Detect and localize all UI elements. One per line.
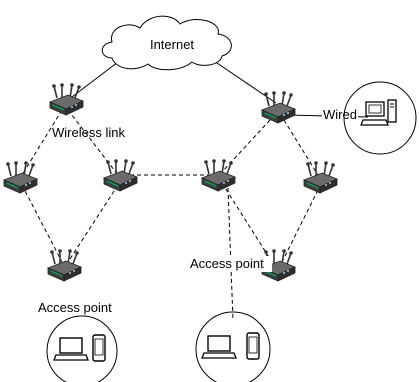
internet-cloud: Internet bbox=[101, 15, 232, 71]
wireless-link bbox=[283, 119, 319, 176]
wireless-link bbox=[67, 109, 119, 176]
client-circle bbox=[343, 81, 417, 155]
wireless-link bbox=[21, 184, 63, 263]
router-mid-center-right bbox=[201, 158, 236, 192]
wired-label-background bbox=[322, 106, 358, 122]
router-icon bbox=[47, 248, 82, 282]
wireless-link bbox=[21, 109, 63, 176]
client-circle bbox=[195, 311, 271, 382]
wireless-link bbox=[281, 189, 319, 263]
router-top-right bbox=[261, 90, 296, 124]
access-point-label-right: Access point bbox=[190, 256, 264, 271]
router-top-left bbox=[49, 82, 84, 116]
internet-label: Internet bbox=[150, 37, 194, 52]
router-icon bbox=[201, 158, 236, 192]
wireless-link bbox=[67, 184, 119, 263]
router-icon bbox=[49, 82, 84, 116]
left-access-point-clients bbox=[46, 315, 118, 382]
right-access-point-clients bbox=[195, 311, 271, 382]
cloud-icon bbox=[101, 15, 232, 71]
wired-label: Wired bbox=[323, 107, 357, 122]
laptop-icon bbox=[201, 335, 237, 359]
router-mid-left bbox=[3, 160, 38, 194]
access-point-label-right-background bbox=[188, 256, 272, 272]
wired-client-group bbox=[343, 81, 417, 155]
router-icon bbox=[303, 160, 338, 194]
smartphone-icon bbox=[246, 332, 260, 360]
wireless-link bbox=[221, 119, 271, 173]
wireless-link bbox=[227, 187, 234, 321]
desktop-computer-icon bbox=[360, 99, 397, 126]
router-access-point-left bbox=[47, 248, 82, 282]
client-circle bbox=[46, 315, 118, 382]
router-icon bbox=[3, 160, 38, 194]
wireless-link bbox=[221, 182, 273, 263]
uplink-right-router-to-internet bbox=[213, 60, 277, 104]
access-point-label-left: Access point bbox=[38, 300, 112, 315]
laptop-icon bbox=[53, 337, 89, 361]
smartphone-icon bbox=[92, 334, 106, 362]
router-icon bbox=[261, 90, 296, 124]
wireless-link-label: Wireless link bbox=[52, 125, 125, 140]
router-mid-center-left bbox=[103, 158, 138, 192]
router-icon bbox=[103, 158, 138, 192]
router-mid-right bbox=[303, 160, 338, 194]
